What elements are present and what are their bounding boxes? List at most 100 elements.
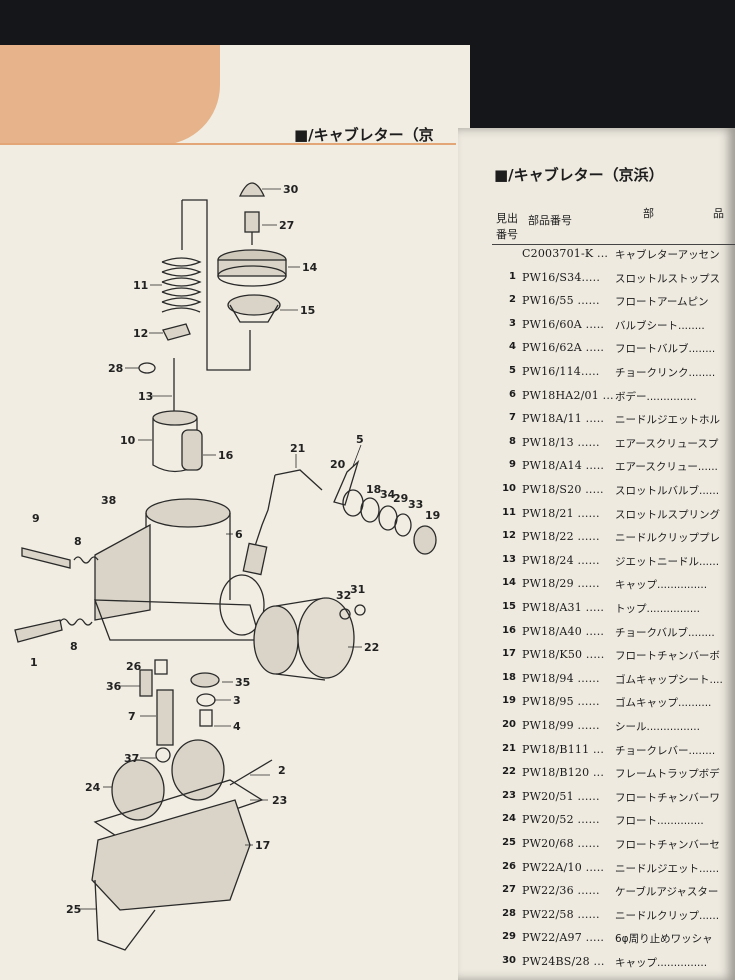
callout-17: 17 (255, 839, 270, 852)
table-row: 4 PW16/62A ..... フロートバルブ........ (458, 341, 735, 363)
callout-12: 12 (133, 327, 148, 340)
row-part-name: フロートチャンバーボ (615, 650, 720, 663)
header-part-number: 部品番号 (528, 214, 572, 227)
row-ref-number: 19 (502, 695, 516, 707)
header-ref-line2: 番号 (496, 228, 518, 241)
carburetor-exploded-diagram: 30 27 14 11 15 12 28 13 10 16 21 5 20 18… (14, 182, 440, 951)
row-part-name: ボデー............... (615, 390, 697, 403)
row-ref-number: 22 (502, 766, 516, 778)
row-part-name: バルブシート........ (615, 319, 705, 332)
row-part-number: PW22/58 ...... (522, 907, 600, 921)
row-part-name: ゴムキャップシート.... (615, 673, 723, 686)
right-page-title: ■/キャブレター（京浜） (494, 166, 664, 184)
callout-38: 38 (101, 494, 116, 507)
callout-3: 3 (233, 694, 241, 707)
callout-33: 33 (408, 498, 423, 511)
row-part-name: チョークバルブ........ (615, 626, 715, 639)
row-part-name: スロットルバルブ...... (615, 485, 720, 497)
row-part-name: フロートチャンバーワ (615, 791, 720, 804)
row-part-name: ニードルクリップ...... (615, 909, 720, 922)
callout-10: 10 (120, 434, 136, 447)
row-ref-number: 14 (502, 577, 516, 589)
row-ref-number: 30 (502, 955, 516, 966)
callout-4: 4 (233, 720, 241, 733)
row-part-name: キャップ............... (615, 957, 708, 969)
row-ref-number: 25 (502, 837, 516, 848)
callout-19: 19 (425, 509, 440, 522)
row-part-name: エアースクリュースプ (615, 437, 719, 450)
callout-30: 30 (283, 183, 299, 196)
row-ref-number: 18 (502, 671, 516, 683)
row-part-number: PW18/K50 ..... (522, 648, 605, 662)
row-part-number: PW20/51 ...... (522, 789, 600, 803)
right-page (458, 128, 735, 980)
row-part-name: エアースクリュー...... (615, 461, 718, 474)
table-row: C2003701-K ... キャブレターアッセン (458, 247, 735, 269)
left-page-title: ■/キャブレター（京 (294, 126, 434, 144)
row-ref-number: 1 (509, 270, 516, 282)
row-part-number: PW18/99 ...... (522, 719, 600, 732)
row-ref-number: 21 (502, 742, 516, 754)
row-ref-number: 8 (509, 435, 516, 447)
callout-8-lower: 8 (70, 640, 78, 653)
callout-18: 18 (366, 483, 381, 496)
row-ref-number: 10 (502, 483, 516, 494)
row-part-number: PW18/21 ...... (522, 506, 600, 520)
left-page-rule (0, 143, 456, 145)
row-part-number: PW18/A40 ..... (522, 624, 605, 638)
header-name-2: 品 (713, 207, 724, 220)
callout-16: 16 (218, 449, 234, 462)
row-part-name: ニードルクリッププレ (615, 532, 720, 545)
table-row: 6 PW18HA2/01 ...ボデー............... (458, 389, 735, 411)
row-part-name: フロートバルブ........ (615, 343, 716, 356)
callout-5: 5 (356, 433, 364, 446)
row-part-number: PW16/60A ..... (522, 317, 605, 331)
row-part-number: PW22/36 ...... (522, 884, 600, 898)
callout-21: 21 (290, 442, 305, 455)
row-ref-number: 27 (502, 884, 516, 896)
callout-7: 7 (128, 710, 136, 723)
row-part-name: チョークリンク........ (615, 367, 716, 379)
row-ref-number: 17 (502, 648, 516, 660)
row-ref-number: 2 (509, 294, 516, 306)
row-part-name: ゴムキャップ.......... (615, 697, 712, 710)
callout-2: 2 (278, 764, 286, 777)
row-part-number: PW16/S34..... (522, 270, 601, 284)
row-part-number: PW16/114..... (522, 365, 600, 378)
callout-9: 9 (32, 512, 40, 525)
callout-36: 36 (106, 680, 122, 693)
row-ref-number: 6 (509, 388, 516, 400)
row-part-name: ニードルジエット...... (615, 862, 720, 875)
row-part-number: PW16/62A ..... (522, 341, 605, 355)
row-part-number: PW16/55 ...... (522, 294, 600, 308)
row-ref-number: 4 (509, 341, 516, 353)
callout-28: 28 (108, 362, 123, 375)
row-part-number: C2003701-K ... (522, 247, 609, 260)
row-part-name: フロートアームピン (615, 296, 709, 309)
callout-20: 20 (330, 458, 346, 471)
callout-8-upper: 8 (74, 535, 82, 548)
row-part-number: PW18/22 ...... (522, 530, 600, 544)
orange-corner-band (0, 45, 220, 145)
callout-24: 24 (85, 781, 101, 794)
row-part-number: PW18/A14 ..... (522, 459, 605, 473)
header-ref-line1: 見出 (496, 212, 518, 225)
row-ref-number: 26 (502, 860, 516, 872)
row-part-name: キャブレターアッセン (615, 249, 720, 261)
row-part-number: PW18HA2/01 ... (522, 388, 614, 402)
row-part-number: PW18/29 ...... (522, 577, 600, 591)
